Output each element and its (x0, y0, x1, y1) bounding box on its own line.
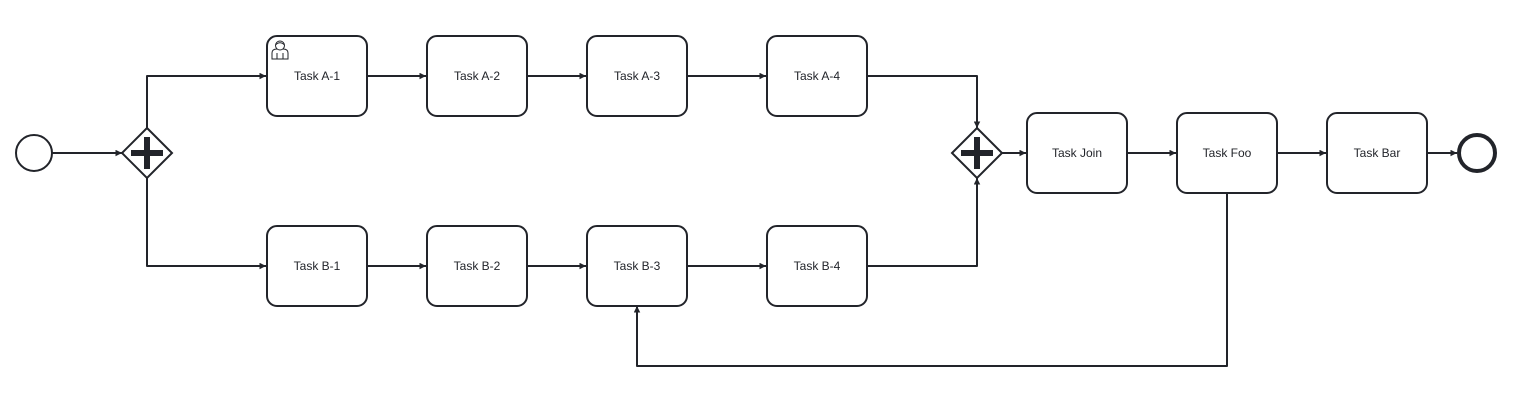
end-event[interactable] (1457, 133, 1497, 173)
task-label: Task A-1 (294, 69, 340, 83)
task-label: Task Foo (1203, 146, 1252, 160)
task-b1[interactable]: Task B-1 (266, 225, 368, 307)
task-label: Task A-3 (614, 69, 660, 83)
task-a4[interactable]: Task A-4 (766, 35, 868, 117)
plus-icon (131, 137, 163, 169)
task-join[interactable]: Task Join (1026, 112, 1128, 194)
task-label: Task B-2 (454, 259, 501, 273)
task-bar[interactable]: Task Bar (1326, 112, 1428, 194)
task-label: Task Bar (1354, 146, 1401, 160)
flow-a4-to-join[interactable] (867, 75, 981, 128)
task-b2[interactable]: Task B-2 (426, 225, 528, 307)
task-label: Task B-4 (794, 259, 841, 273)
task-label: Task Join (1052, 146, 1102, 160)
plus-icon (961, 137, 993, 169)
flow-split-to-task-b1[interactable] (146, 178, 266, 270)
task-b4[interactable]: Task B-4 (766, 225, 868, 307)
sequence-flows (52, 72, 1457, 367)
task-label: Task B-3 (614, 259, 661, 273)
parallel-gateway-split[interactable] (120, 126, 174, 180)
task-label: Task A-4 (794, 69, 840, 83)
task-b3[interactable]: Task B-3 (586, 225, 688, 307)
task-label: Task B-1 (294, 259, 341, 273)
flow-b4-to-join[interactable] (867, 178, 981, 267)
task-foo[interactable]: Task Foo (1176, 112, 1278, 194)
parallel-gateway-join[interactable] (950, 126, 1004, 180)
task-a2[interactable]: Task A-2 (426, 35, 528, 117)
flow-foo-to-b3-loop[interactable] (633, 193, 1228, 367)
flow-split-to-task-a1[interactable] (146, 72, 266, 128)
start-event[interactable] (15, 134, 53, 172)
task-a3[interactable]: Task A-3 (586, 35, 688, 117)
task-a1[interactable]: Task A-1 (266, 35, 368, 117)
user-icon (271, 40, 289, 60)
task-label: Task A-2 (454, 69, 500, 83)
